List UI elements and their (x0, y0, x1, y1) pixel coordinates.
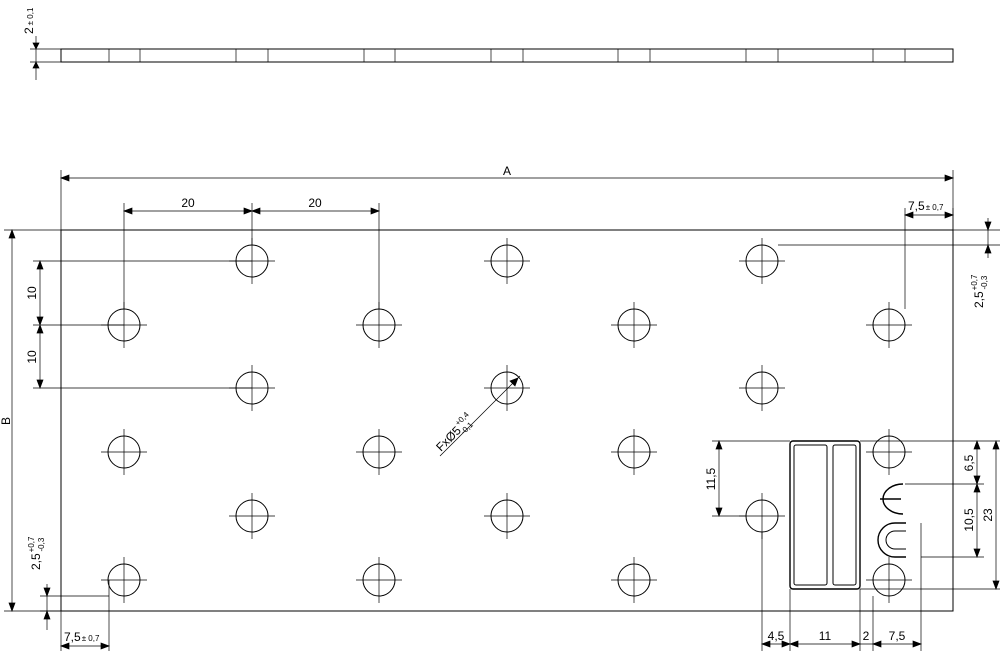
thickness-label: 2± 0,1 (22, 7, 36, 34)
edge-y-top-dimension (778, 218, 1000, 258)
edge-y-bottom-label: 2,5+0,7-0,3 (27, 536, 46, 570)
hole-r5c2 (484, 493, 530, 539)
pitch-x-2-label: 20 (308, 196, 322, 210)
hole-r3c3 (739, 365, 785, 411)
hole-callout-leader (439, 375, 521, 457)
side-view-hole-lines (108, 49, 906, 62)
hole-r4c2 (356, 429, 402, 475)
plate-outline (60, 229, 954, 612)
ce-top-text: 6,5 (962, 454, 976, 471)
ce-height-text: 10,5 (962, 508, 976, 532)
ce-total-text: 23 (981, 508, 995, 522)
label-width-text: 11 (819, 629, 832, 643)
hole-r2c4 (866, 302, 912, 348)
label-offset-x-text: 4,5 (768, 629, 785, 643)
hole-r4c1 (101, 429, 147, 475)
hole-r6c3 (611, 557, 657, 603)
ce-vertical-dimension (860, 440, 1000, 590)
hole-r5c1 (229, 493, 275, 539)
bottom-right-chain-dimension (761, 523, 922, 651)
hole-callout-label: FxØ5+0,4-0,1 (432, 410, 478, 456)
ce-width-text: 7,5 (889, 629, 906, 643)
pitch-y-2-label: 10 (25, 350, 39, 364)
edge-x-bottom-label: 7,5± 0,7 (64, 630, 100, 644)
hole-r6c4 (866, 557, 912, 603)
label-height-text: 11,5 (704, 467, 718, 490)
dimensions: A B 20 20 (0, 164, 1000, 651)
ce-mark-icon (877, 483, 906, 558)
hole-r3c2 (484, 365, 530, 411)
dimension-a (60, 170, 954, 230)
dimension-b-label: B (0, 417, 13, 425)
hole-r2c3 (611, 302, 657, 348)
hole-r4c3 (611, 429, 657, 475)
edge-x-bottom-dimension (60, 580, 110, 651)
holes (101, 238, 912, 603)
label-gap-text: 2 (863, 629, 870, 643)
pitch-x-1-label: 20 (181, 196, 195, 210)
edge-y-bottom-dimension (40, 584, 109, 630)
front-view (60, 229, 954, 612)
pitch-y-dimension (33, 260, 252, 389)
dimension-a-label: A (503, 164, 511, 178)
hole-r1c2 (484, 238, 530, 284)
edge-x-top-label: 7,5± 0,7 (908, 199, 944, 213)
hole-r1c3 (739, 238, 785, 284)
pitch-y-1-label: 10 (25, 286, 39, 300)
side-view-plate (60, 48, 954, 63)
label-height-dimension (712, 440, 790, 517)
pitch-x-dimension (123, 203, 380, 309)
marking-label-area (789, 440, 861, 590)
hole-r6c2 (356, 557, 402, 603)
edge-y-top-label: 2,5+0,7-0,3 (970, 274, 989, 308)
thickness-dimension (30, 36, 61, 80)
hole-r4c4 (866, 429, 912, 475)
side-view: 2± 0,1 (22, 7, 954, 80)
edge-x-top-dimension (904, 208, 954, 309)
